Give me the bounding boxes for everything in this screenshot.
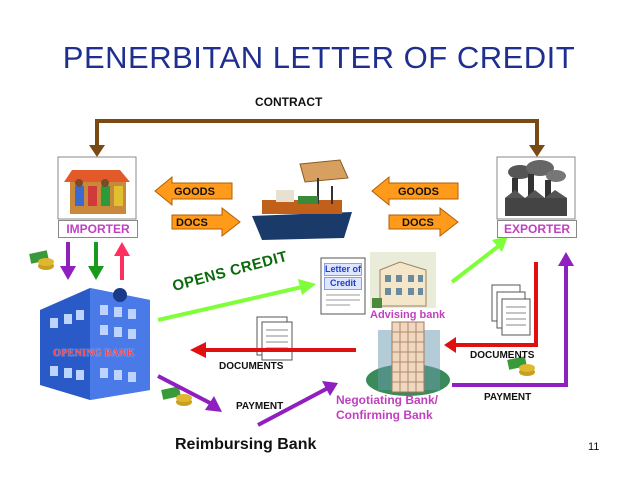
exporter-label: EXPORTER bbox=[497, 220, 577, 238]
letter-of-credit-title: Letter of Credit bbox=[324, 263, 362, 290]
payment-to-exporter-arrow bbox=[452, 252, 574, 387]
documents-stack-icon bbox=[491, 284, 531, 336]
importer-pink-up-arrow bbox=[114, 242, 130, 280]
importer-shop-icon bbox=[57, 156, 137, 220]
payment-label-right: PAYMENT bbox=[484, 392, 532, 403]
letter-of-credit-line-1: Letter of bbox=[324, 263, 362, 276]
importer-green-down-arrow bbox=[88, 242, 104, 280]
money-icon bbox=[161, 386, 192, 406]
contract-arrow bbox=[89, 119, 545, 157]
opening-bank-building-icon bbox=[40, 288, 150, 400]
docs-arrow-right bbox=[388, 206, 459, 238]
money-icon bbox=[29, 250, 54, 270]
goods-arrow-right bbox=[371, 175, 459, 207]
payment-label-left: PAYMENT bbox=[236, 401, 284, 412]
money-icon bbox=[507, 356, 535, 376]
payment-reimbursing-to-negotiating-arrow bbox=[257, 381, 338, 427]
exporter-factory-icon bbox=[496, 156, 576, 220]
cargo-ship-icon bbox=[252, 159, 352, 240]
documents-to-opening-bank-arrow bbox=[190, 342, 356, 358]
advise-exporter-arrow bbox=[450, 236, 508, 284]
importer-label: IMPORTER bbox=[58, 220, 138, 238]
reimbursing-bank-label: Reimbursing Bank bbox=[175, 436, 317, 453]
opening-bank-label: OPENING BANK bbox=[53, 348, 135, 359]
advising-bank-building-icon bbox=[370, 252, 436, 308]
documents-stack-icon bbox=[256, 316, 293, 361]
goods-label-right: GOODS bbox=[398, 186, 439, 198]
goods-label-left: GOODS bbox=[174, 186, 215, 198]
exporter-documents-arrow bbox=[444, 262, 538, 353]
page-number: 11 bbox=[588, 441, 600, 453]
opens-credit-arrow bbox=[157, 279, 316, 322]
negotiating-bank-line-1: Negotiating Bank/ bbox=[336, 393, 439, 407]
letter-of-credit-line-2: Credit bbox=[324, 277, 362, 290]
goods-arrow-left bbox=[154, 175, 233, 207]
documents-label-right: DOCUMENTS bbox=[470, 350, 535, 361]
docs-label-left: DOCS bbox=[176, 217, 208, 229]
negotiating-bank-line-2: Confirming Bank bbox=[336, 408, 433, 422]
importer-purple-down-arrow bbox=[60, 242, 76, 280]
advising-bank-label: Advising bank bbox=[370, 309, 446, 321]
docs-label-right: DOCS bbox=[402, 217, 434, 229]
negotiating-bank-label: Negotiating Bank/ Confirming Bank bbox=[336, 393, 438, 423]
page-title: PENERBITAN LETTER OF CREDIT bbox=[62, 40, 576, 75]
documents-label-left: DOCUMENTS bbox=[219, 361, 284, 372]
negotiating-bank-tower-icon bbox=[366, 321, 450, 396]
contract-label: CONTRACT bbox=[255, 95, 323, 109]
payment-opening-to-reimbursing-arrow bbox=[157, 374, 222, 412]
docs-arrow-left bbox=[171, 206, 241, 238]
